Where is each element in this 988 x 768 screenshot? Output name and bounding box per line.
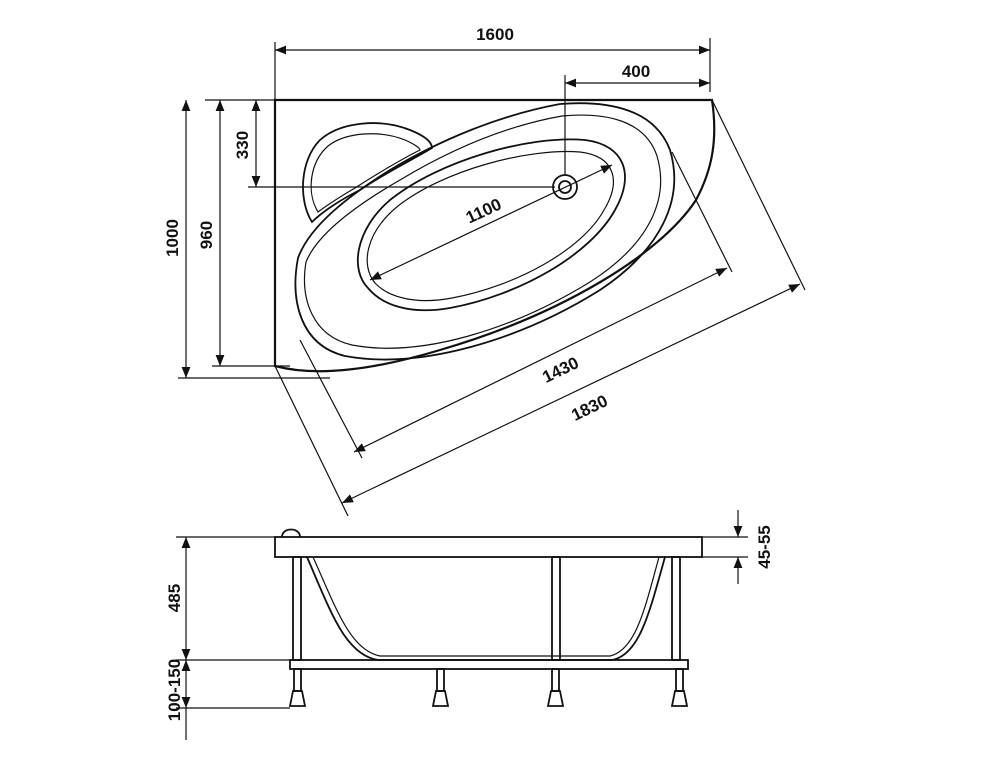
ext-line	[274, 365, 349, 517]
dim-label-tub-height: 485	[165, 584, 184, 612]
dim-label-inner-depth: 960	[197, 221, 216, 249]
plan-rim-inner	[303, 114, 662, 349]
frame-post	[671, 556, 681, 661]
plan-headrest	[302, 122, 433, 224]
leg-foot	[288, 668, 307, 707]
plan-bowl-inner	[366, 150, 614, 302]
dim-line-overall-length	[341, 283, 801, 504]
dim-line-inner-length	[353, 267, 728, 453]
leg-foot	[546, 668, 565, 707]
plan-headrest-inner	[310, 133, 421, 213]
leg-foot	[431, 668, 450, 707]
overflow-knob	[281, 528, 301, 538]
dim-label-leg-height: 100-150	[165, 659, 184, 721]
ext-line	[671, 151, 733, 273]
dim-line-bowl-length	[369, 164, 613, 281]
dim-label-rim-thickness: 45-55	[755, 525, 774, 568]
dim-label-overall-length: 1830	[568, 391, 610, 425]
dim-label-overall-width: 1600	[476, 25, 514, 44]
side-tub-shell-inner	[312, 556, 660, 657]
plan-view: 1600 400 330 960 1000 1100 1430 1830	[163, 25, 806, 517]
side-tub-shell	[306, 556, 666, 661]
frame-post	[292, 556, 302, 661]
ext-line	[711, 99, 806, 291]
dim-label-inner-length: 1430	[539, 353, 581, 387]
frame-rail	[289, 659, 689, 670]
plan-rim-outer	[294, 102, 676, 361]
frame-post	[551, 556, 561, 661]
dim-label-bowl-length: 1100	[463, 195, 504, 228]
dim-label-overall-depth: 1000	[163, 219, 182, 257]
leg-foot	[670, 668, 689, 707]
dim-label-drain-depth: 330	[233, 131, 252, 159]
side-rim	[274, 536, 703, 558]
dim-label-drain-offset: 400	[622, 62, 650, 81]
side-view: 45-55 485 100-150	[165, 510, 774, 740]
